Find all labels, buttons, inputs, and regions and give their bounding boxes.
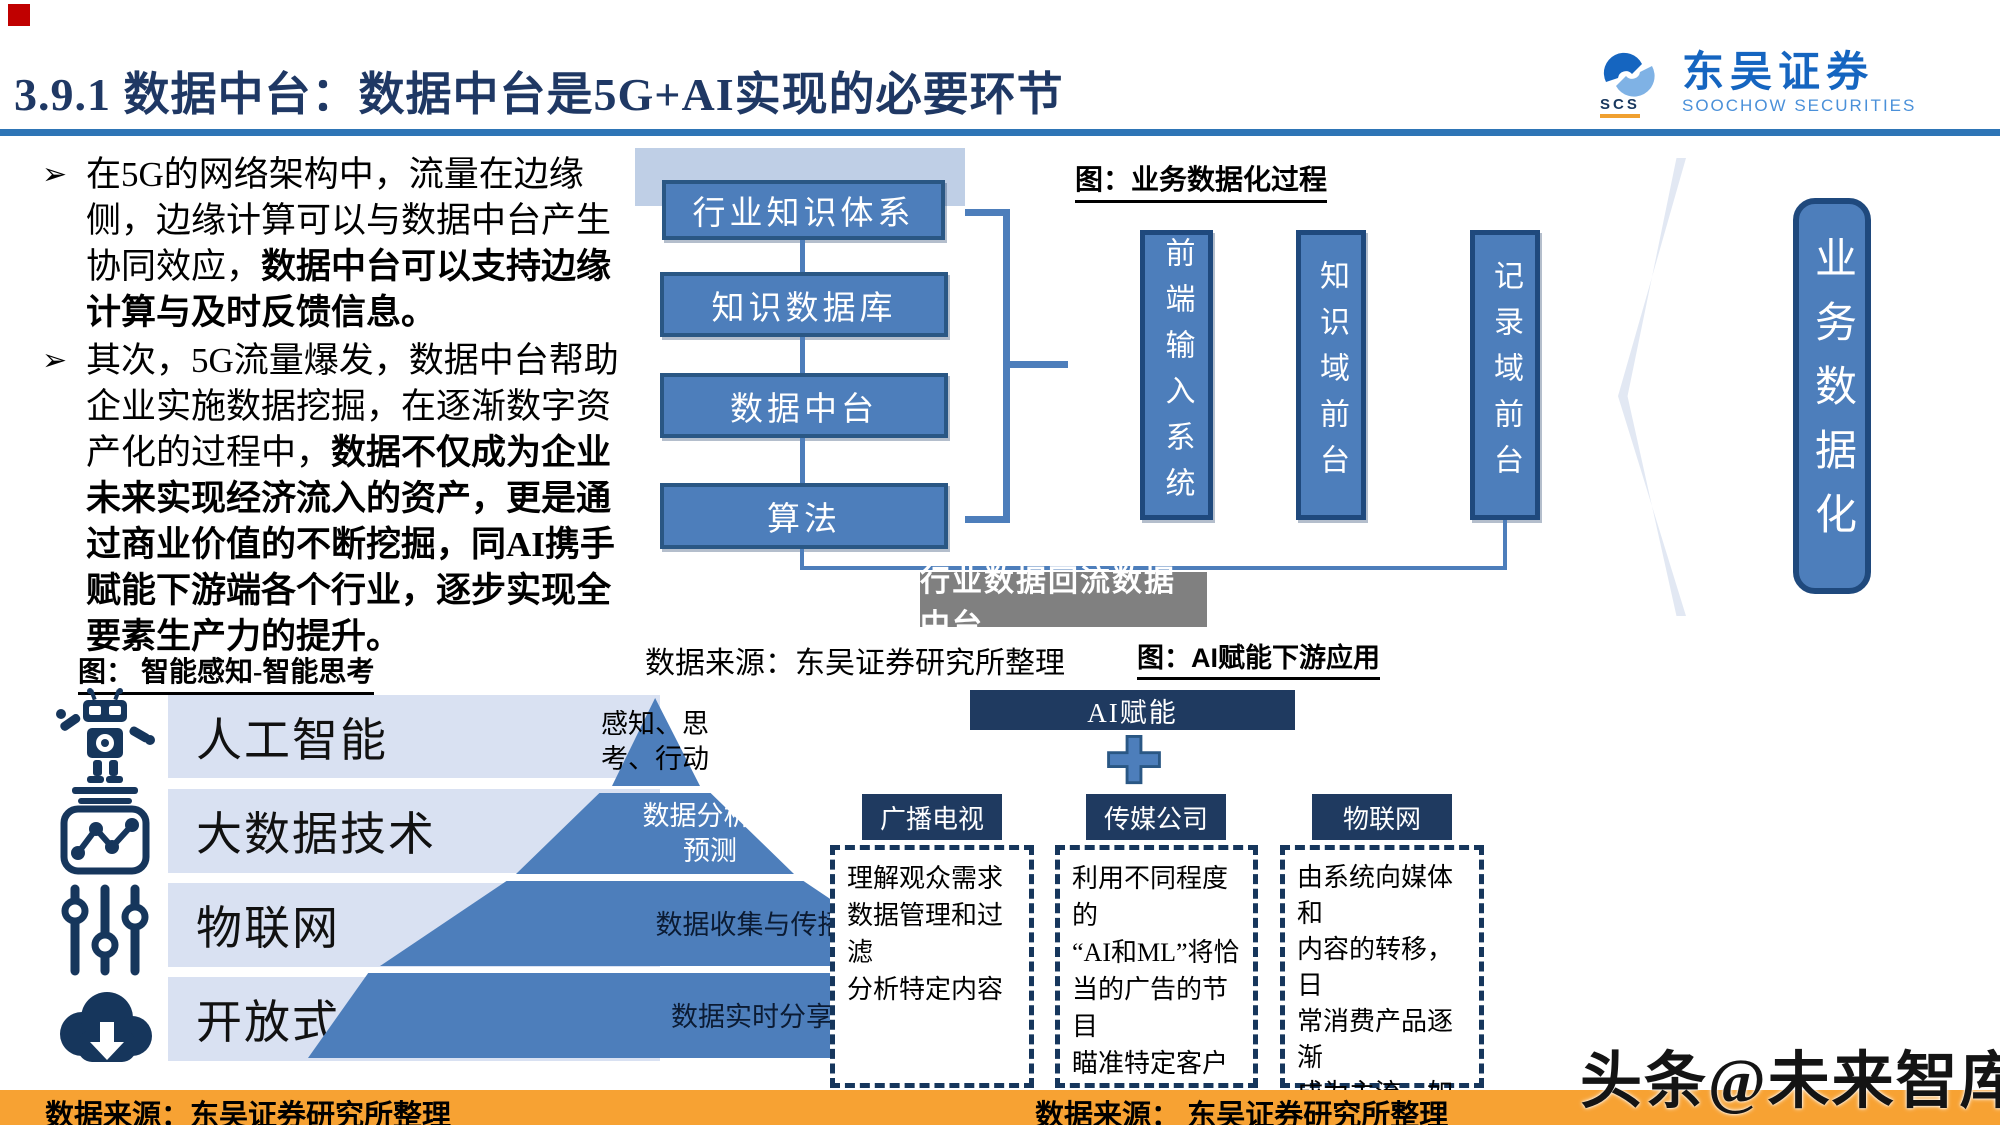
fig1-result-box: 业务数据化 xyxy=(1793,198,1871,594)
fig1-backflow-box: 行业数据回流数据中台 xyxy=(920,565,1207,642)
title-divider xyxy=(0,129,2000,136)
dashbox-line: “AI和ML”将恰 xyxy=(1072,938,1240,967)
pyramid-tier-label-4: 数据实时分享 xyxy=(562,1000,942,1035)
bracket-bottom xyxy=(965,516,1010,523)
logo-scs-text: SCS xyxy=(1600,96,1640,118)
tier-label-line: 考、行动 xyxy=(601,744,709,774)
connector-line xyxy=(800,337,805,373)
fig3-col2-title: 传媒公司 xyxy=(1086,794,1226,840)
connector-line xyxy=(800,549,804,570)
fig2-caption: 图： 智能感知-智能思考 xyxy=(78,650,375,695)
backflow-line-vertical xyxy=(1503,520,1507,570)
watermark: 头条@未来智库 xyxy=(1580,1048,2000,1116)
bullet-text-bold: 数据不仅成为企业未来实现经济流入的资产，更是通过商业价值的不断挖掘，同AI携手赋… xyxy=(86,433,615,656)
pyramid-tier-label-2: 数据分析和 预测 xyxy=(590,799,830,869)
tier-label-line: 预测 xyxy=(683,836,737,866)
bracket-stub xyxy=(1010,361,1068,368)
plus-icon xyxy=(1103,732,1165,786)
fig1-result-label: 业务数据化 xyxy=(1808,236,1855,556)
fig3-col3-box: 由系统向媒体和 内容的转移，日 常消费产品逐渐 成为主流，如智 能家居与自动化 … xyxy=(1280,845,1484,1125)
fig1-stack-box-4: 算法 xyxy=(660,483,948,549)
pyramid-tier-label-3: 数据收集与传播 xyxy=(560,908,940,943)
fig1-stack-box-2: 知识数据库 xyxy=(660,272,948,337)
scs-swirl-icon xyxy=(1603,52,1655,97)
pyramid-row-label: 物联网 xyxy=(196,903,340,954)
fig2-source: 数据来源：东吴证券研究所整理 xyxy=(45,1100,452,1125)
iot-sliders-icon xyxy=(45,880,165,980)
dashbox-line: 内容的转移，日 xyxy=(1297,935,1454,1000)
bullet-arrow-icon: ➢ xyxy=(42,343,68,378)
fig3-caption: 图：AI赋能下游应用 xyxy=(1137,636,1380,680)
footer-bar xyxy=(0,1090,2000,1125)
tier-label-line: 数据实时分享 xyxy=(671,1002,833,1032)
bullet-text-normal: 其次，5G流量爆发，数据中台帮助企业实施数据挖掘，在逐渐数字资产化的过程中， xyxy=(86,341,619,472)
robot-icon xyxy=(45,686,165,790)
fig3-source: 数据来源： 东吴证券研究所整理 xyxy=(1035,1100,1449,1125)
dashbox-line: 瞄准特定客户 xyxy=(1072,1049,1229,1078)
fig1-source: 数据来源：东吴证券研究所整理 xyxy=(645,647,1065,680)
tier-label-line: 感知、思 xyxy=(601,709,709,739)
cloud-download-icon xyxy=(45,982,165,1074)
page-title: 3.9.1 数据中台：数据中台是5G+AI实现的必要环节 xyxy=(14,69,1064,120)
fig1-column-frontend: 前端输入系统 xyxy=(1140,230,1213,520)
fig1-caption: 图：业务数据化过程 xyxy=(1075,158,1328,203)
pyramid-row-band: 人工智能 xyxy=(168,695,660,778)
fig1-column-knowledge: 知识域前台 xyxy=(1296,230,1366,520)
fig1-column-record: 记录域前台 xyxy=(1470,230,1540,520)
tier-label-line: 数据分析和 xyxy=(642,801,778,831)
fig3-col3-title: 物联网 xyxy=(1312,794,1452,840)
bullet-item: ➢ 在5G的网络架构中，流量在边缘侧，边缘计算可以与数据中台产生协同效应，数据中… xyxy=(42,152,627,336)
tier-label-line: 数据收集与传播 xyxy=(655,910,845,940)
logo-company-name: 东吴证券 xyxy=(1682,48,1875,95)
backflow-line-horizontal xyxy=(800,566,1507,570)
fig1-stack-box-1: 行业知识体系 xyxy=(662,180,945,240)
logo-mark-icon: SCS xyxy=(1598,52,1682,122)
dashbox-line: 数据管理和过滤 xyxy=(847,901,1004,967)
fig3-col1-title: 广播电视 xyxy=(862,794,1002,840)
dashbox-line: 理解观众需求 xyxy=(847,864,1004,893)
logo-company-name-en: SOOCHOW SECURITIES xyxy=(1682,96,1917,115)
bullet-text-normal: 在5G的网络架构中，流量在边缘侧，边缘计算可以与数据中台产生协同效应， xyxy=(86,155,612,286)
left-arrow-shape xyxy=(1618,158,1686,616)
fig1-column-label: 知识域前台 xyxy=(1315,260,1348,490)
pyramid-row-label: 人工智能 xyxy=(196,714,388,766)
bullet-arrow-icon: ➢ xyxy=(42,157,68,192)
fig3-header-bar: AI赋能 xyxy=(970,690,1295,730)
dashbox-line: 由系统向媒体和 xyxy=(1297,863,1454,928)
connector-line xyxy=(800,438,805,483)
bullet-text-bold: 数据中台可以支持边缘计算与及时反馈信息。 xyxy=(86,247,612,332)
dashbox-line: 当的广告的节目 xyxy=(1072,975,1229,1041)
pyramid-row-label: 大数据技术 xyxy=(196,809,436,860)
dashbox-line: 分析特定内容 xyxy=(847,975,1004,1004)
bullet-item: ➢ 其次，5G流量爆发，数据中台帮助企业实施数据挖掘，在逐渐数字资产化的过程中，… xyxy=(42,338,627,660)
fig1-column-label: 记录域前台 xyxy=(1489,260,1522,490)
bracket-top xyxy=(965,209,1010,216)
corner-marker xyxy=(8,4,30,26)
fig3-col2-box: 利用不同程度的 “AI和ML”将恰 当的广告的节目 瞄准特定客户 xyxy=(1055,845,1258,1088)
company-logo: SCS 东吴证券 SOOCHOW SECURITIES xyxy=(1598,48,1978,124)
fig3-col1-box: 理解观众需求 数据管理和过滤 分析特定内容 xyxy=(830,845,1034,1088)
dashbox-line: 常消费产品逐渐 xyxy=(1297,1007,1454,1072)
big-data-icon xyxy=(45,784,165,878)
dashbox-line: 利用不同程度的 xyxy=(1072,864,1229,930)
fig1-column-label: 前端输入系统 xyxy=(1160,237,1194,513)
pyramid-tier-label-1: 感知、思 考、行动 xyxy=(560,707,750,777)
key-points: ➢ 在5G的网络架构中，流量在边缘侧，边缘计算可以与数据中台产生协同效应，数据中… xyxy=(42,152,627,662)
bracket-vertical xyxy=(1003,209,1010,523)
fig1-stack-box-3: 数据中台 xyxy=(660,373,948,438)
pyramid-row-band: 大数据技术 xyxy=(168,789,660,873)
connector-line xyxy=(800,240,805,272)
